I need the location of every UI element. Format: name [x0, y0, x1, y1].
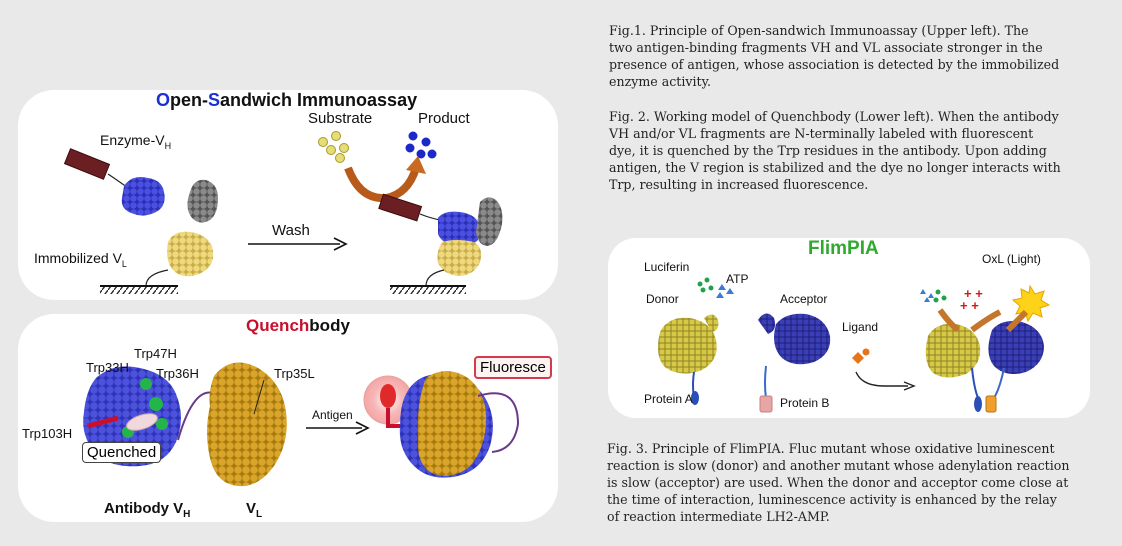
fig1-line-1: Fig.1. Principle of Open-sandwich Immuno… — [609, 23, 1029, 38]
osi-graphics — [63, 131, 503, 294]
trp103h-label: Trp103H — [22, 426, 73, 441]
enzyme-fragment — [63, 148, 111, 180]
fig3-line-5: of reaction intermediate LH2-AMP. — [607, 509, 830, 524]
fig3-line-2: reaction is slow (donor) and another mut… — [607, 458, 1070, 473]
quench-complex — [399, 371, 520, 478]
ligand-arrow — [855, 371, 916, 391]
quenched-badge: Quenched — [82, 442, 162, 463]
fig3-line-3: is slow (acceptor) are used. When the do… — [607, 475, 1069, 490]
ligand-molecule — [852, 348, 870, 364]
antigen-molecule — [187, 179, 218, 223]
donor-protein — [658, 314, 719, 405]
donor-label: Donor — [646, 292, 679, 306]
antigen-arrow — [306, 421, 370, 435]
trp36h-label: Trp36H — [156, 366, 199, 381]
quenchbody-title: Quenchbody — [246, 316, 350, 336]
fig1-line-2: two antigen-binding fragments VH and VL … — [609, 40, 1043, 55]
fig3-caption: Fig. 3. Principle of FlimPIA. Fluc mutan… — [607, 440, 1093, 525]
flimpia-graphics: + + + + — [658, 277, 1051, 413]
fig2-caption: Fig. 2. Working model of Quenchbody (Low… — [609, 108, 1077, 193]
trp33h-label: Trp33H — [86, 360, 129, 375]
vl-label: VL — [246, 500, 262, 520]
svg-text:+ +: + + — [960, 298, 979, 313]
svg-text:+ +: + + — [964, 286, 983, 301]
quenchbody-title-black: body — [309, 316, 350, 335]
antigen-label: Antigen — [312, 408, 353, 422]
immobilized-vl-text: Immobilized V — [34, 250, 122, 266]
atp-triangles — [716, 284, 734, 298]
antibody-vh-sub: H — [183, 509, 191, 520]
quenchbody-title-red: Quench — [246, 316, 310, 335]
top-reaction-dots — [920, 289, 947, 303]
wash-arrow — [248, 237, 348, 251]
open-sandwich-panel: Open-Sandwich Immunoassay — [18, 90, 558, 300]
immobilized-vl-domain — [167, 231, 214, 277]
osi-title-s: S — [208, 90, 221, 110]
enzyme-reaction-arrow — [344, 156, 426, 203]
protein-b-label: Protein B — [780, 396, 830, 410]
relay-arrows — [937, 308, 1029, 333]
wash-label: Wash — [272, 222, 310, 239]
osi-title-rest: andwich Immunoassay — [220, 90, 418, 110]
fluorescent-dye-glow — [363, 375, 413, 428]
flimpia-title: FlimPIA — [808, 238, 879, 259]
antibody-vh-text: Antibody V — [104, 500, 184, 517]
atp-label: ATP — [726, 272, 749, 286]
bound-enzyme — [378, 193, 423, 222]
acceptor-protein — [758, 313, 831, 413]
immobilized-vl-sub: L — [121, 258, 127, 269]
product-label: Product — [418, 110, 470, 127]
luciferin-dots — [697, 277, 714, 293]
enzyme-vh-sub: H — [164, 140, 172, 151]
quench-vl-domain — [207, 362, 287, 487]
flimpia-panel: FlimPIA — [608, 238, 1090, 418]
fig1-caption: Fig.1. Principle of Open-sandwich Immuno… — [609, 22, 1077, 90]
fig1-line-4: enzyme activity. — [609, 74, 712, 89]
fig2-line-5: Trp, resulting in increased fluorescence… — [609, 177, 869, 192]
fig2-line-2: VH and/or VL fragments are N-terminally … — [609, 126, 1034, 141]
trp47h-label: Trp47H — [134, 346, 177, 361]
ligand-label: Ligand — [842, 320, 879, 334]
oxl-light-label: OxL (Light) — [982, 252, 1041, 266]
protein-a-label: Protein A — [644, 392, 693, 406]
quenchbody-graphics — [83, 362, 520, 487]
quench-vh-domain — [83, 366, 181, 467]
fig2-line-4: antigen, the V region is stabilized and … — [609, 160, 1061, 175]
vh-domain — [121, 177, 165, 216]
antibody-vh-label: Antibody VH — [104, 500, 190, 520]
fig1-line-3: presence of antigen, whose association i… — [609, 57, 1060, 72]
quenchbody-panel: Quenchbody — [18, 314, 558, 522]
product-dots — [405, 131, 437, 159]
immobilized-vl-label: Immobilized VL — [34, 250, 127, 269]
substrate-dots — [318, 131, 349, 163]
enzyme-vh-text: Enzyme-V — [100, 132, 165, 148]
trp35l-label: Trp35L — [274, 366, 315, 381]
osi-title-pen: pen- — [170, 90, 209, 110]
luciferin-label: Luciferin — [644, 260, 690, 274]
fig2-line-1: Fig. 2. Working model of Quenchbody (Low… — [609, 109, 1059, 124]
substrate-label: Substrate — [308, 110, 373, 127]
fig3-line-4: the time of interaction, luminescence ac… — [607, 492, 1057, 507]
flimpia-complex — [925, 321, 1044, 413]
acceptor-label: Acceptor — [780, 292, 828, 306]
osi-title-o: O — [156, 90, 171, 110]
plus-signs: + + + + — [960, 286, 983, 313]
osi-title: Open-Sandwich Immunoassay — [156, 90, 417, 111]
fig2-line-3: dye, it is quenched by the Trp residues … — [609, 143, 1047, 158]
fluoresce-badge: Fluoresce — [474, 356, 552, 379]
bound-complex — [437, 197, 503, 276]
enzyme-vh-label: Enzyme-VH — [100, 132, 171, 151]
fig3-line-1: Fig. 3. Principle of FlimPIA. Fluc mutan… — [607, 441, 1055, 456]
vl-sub: L — [256, 509, 263, 520]
vl-text: V — [246, 500, 257, 517]
